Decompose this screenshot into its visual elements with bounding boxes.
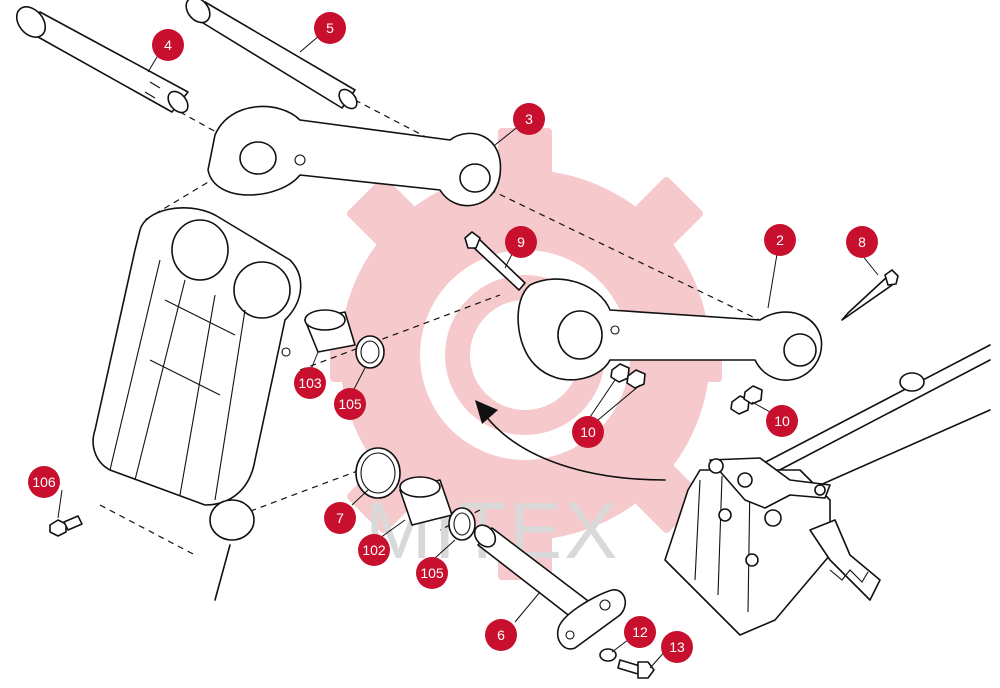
callout-13: 13: [661, 631, 693, 663]
ring-105-upper: [355, 335, 385, 369]
link-frame: [92, 207, 302, 601]
link-arm-2: [517, 278, 823, 381]
svg-text:9: 9: [517, 234, 525, 250]
callout-8: 8: [846, 226, 878, 258]
svg-text:13: 13: [669, 639, 685, 655]
callout-12: 12: [624, 616, 656, 648]
svg-text:3: 3: [525, 111, 533, 127]
svg-text:105: 105: [420, 565, 444, 581]
pin-4: [15, 6, 189, 114]
callout-103: 103: [294, 367, 326, 399]
ring-7: [355, 447, 401, 499]
callout-10-right: 10: [766, 405, 798, 437]
svg-text:5: 5: [326, 20, 334, 36]
svg-text:12: 12: [632, 624, 648, 640]
link-arm-3: [207, 105, 502, 207]
pin-6: [473, 524, 627, 650]
callout-9: 9: [505, 226, 537, 258]
svg-text:10: 10: [774, 413, 790, 429]
grease-fitting-106: [49, 515, 83, 537]
callout-7: 7: [324, 502, 356, 534]
motion-arrow-icon: [475, 400, 666, 481]
callout-106: 106: [28, 466, 60, 498]
bolt-13: [617, 659, 655, 679]
svg-text:4: 4: [164, 37, 172, 53]
svg-text:10: 10: [580, 424, 596, 440]
svg-text:8: 8: [858, 234, 866, 250]
callout-5: 5: [314, 12, 346, 44]
callout-105-lower: 105: [416, 557, 448, 589]
callout-102: 102: [358, 534, 390, 566]
svg-text:102: 102: [362, 542, 386, 558]
svg-text:103: 103: [298, 375, 322, 391]
ring-105-lower: [448, 507, 476, 541]
callout-10-left: 10: [572, 416, 604, 448]
callout-6: 6: [485, 619, 517, 651]
pin-5: [185, 0, 358, 110]
callout-3: 3: [513, 103, 545, 135]
callout-2: 2: [764, 224, 796, 256]
leader-lines: [57, 34, 879, 669]
bolt-8: [841, 269, 899, 321]
svg-text:105: 105: [338, 396, 362, 412]
bushing-102: [399, 476, 453, 526]
callout-105-upper: 105: [334, 388, 366, 420]
svg-text:2: 2: [776, 232, 784, 248]
bushing-103: [304, 309, 356, 353]
svg-text:106: 106: [32, 474, 56, 490]
svg-text:6: 6: [497, 627, 505, 643]
nuts-10-left: [610, 363, 646, 389]
bucket-assembly: [664, 344, 991, 636]
nuts-10-right: [730, 385, 763, 415]
svg-text:7: 7: [336, 510, 344, 526]
bolt-9: [464, 231, 526, 291]
callout-4: 4: [152, 29, 184, 61]
